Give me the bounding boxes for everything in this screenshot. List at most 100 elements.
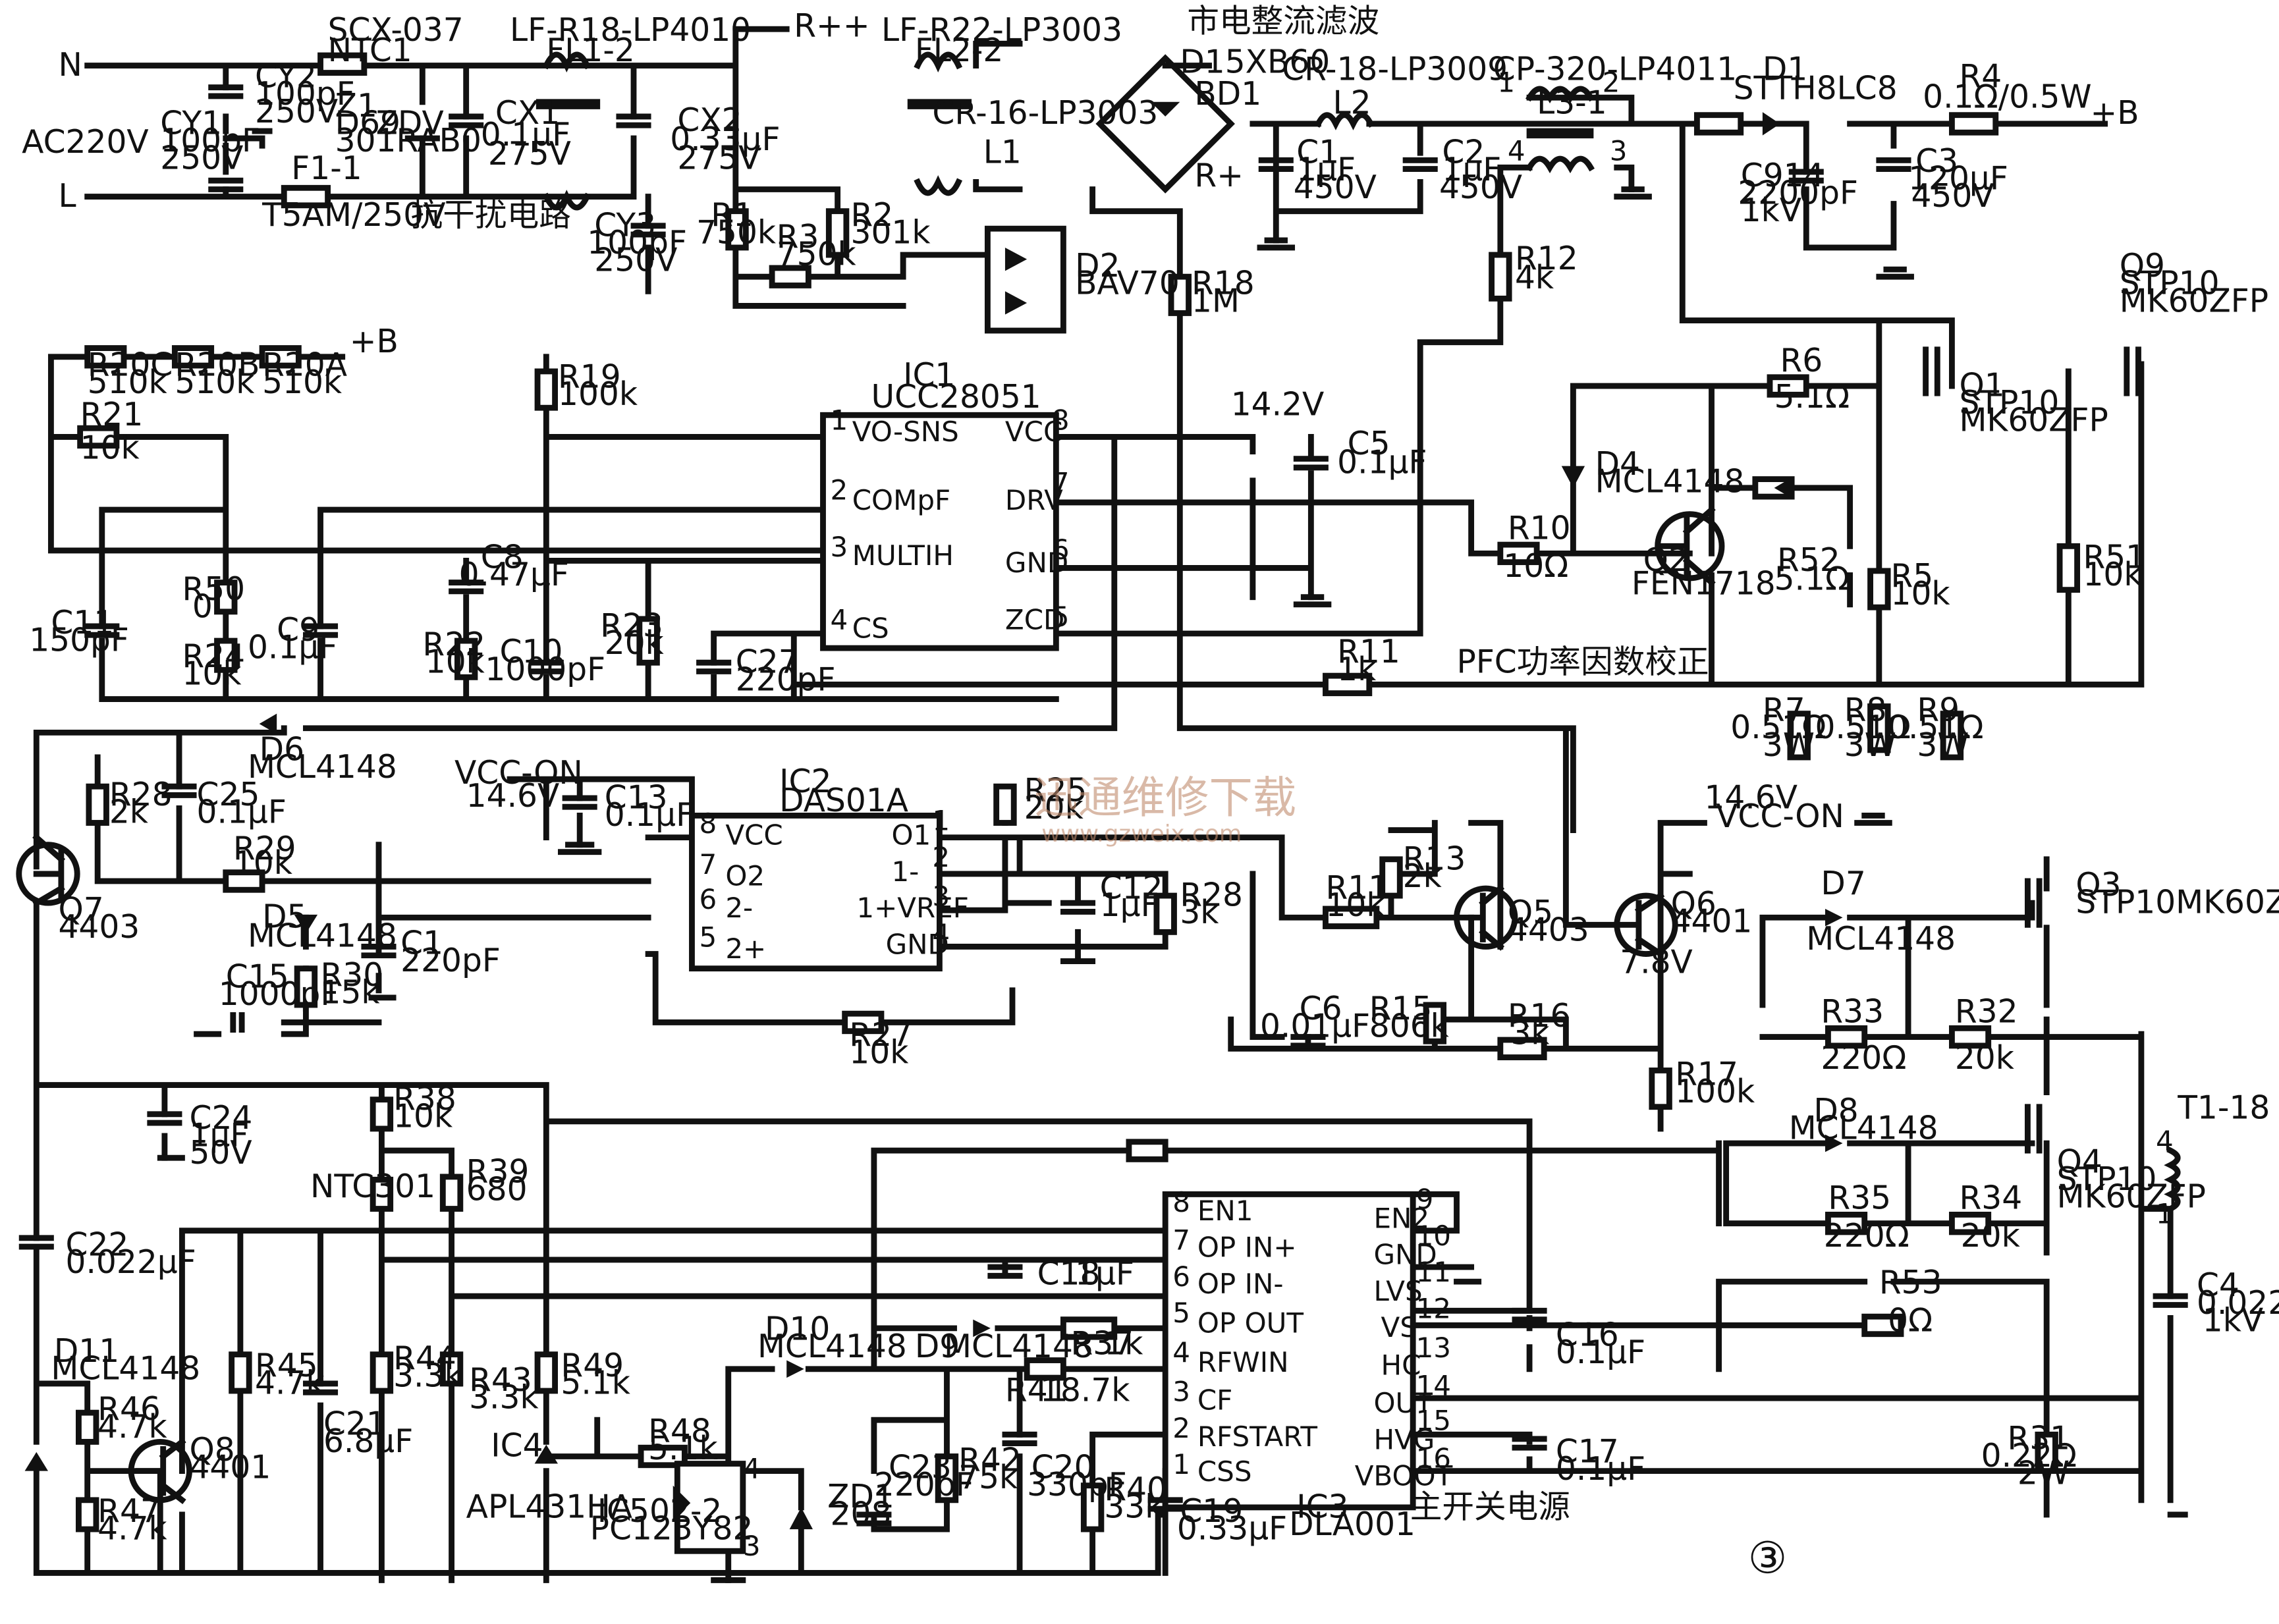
label: 10k <box>233 845 293 882</box>
ic3-pin-label: HVG <box>1373 1423 1435 1455</box>
label: C17 <box>1556 1433 1619 1470</box>
resistor-unlabeled <box>1126 1139 1168 1162</box>
resistor-r44 <box>370 1351 394 1394</box>
ic3-pin-num: 16 <box>1416 1442 1451 1475</box>
label: 10k <box>849 1034 909 1071</box>
label: FL2-2 <box>915 32 1004 69</box>
label: R27 <box>849 1017 912 1054</box>
label: R+ <box>1194 157 1244 194</box>
label: MCL4148 <box>1789 1110 1938 1147</box>
watermark-text: 迅通维修下载 <box>1034 772 1296 823</box>
fuse-f1-1 <box>281 184 331 209</box>
label: MK60ZFP <box>2057 1178 2206 1215</box>
pin-num: 4 <box>1508 134 1525 167</box>
pin-num: 1 <box>1497 66 1515 98</box>
label: C12 <box>1100 869 1163 906</box>
label: 330pF <box>1027 1467 1127 1503</box>
resistor-r9 <box>1940 711 1964 761</box>
resistor-r12 <box>1489 252 1512 302</box>
label: R32 <box>1955 993 2018 1030</box>
label: R18 <box>1192 265 1255 302</box>
label: R20B <box>175 347 260 384</box>
label: Z1 <box>335 88 377 124</box>
label: C20 <box>1031 1449 1095 1486</box>
label: Q6 <box>1671 886 1716 923</box>
label: C5 <box>1348 425 1390 462</box>
label: 4401 <box>189 1449 271 1486</box>
label: 250V <box>255 94 338 130</box>
label: IC4 <box>491 1428 543 1465</box>
label: 10k <box>393 1098 453 1135</box>
resistor-d1-body <box>1693 112 1744 136</box>
label: R35 <box>1828 1180 1891 1217</box>
label: C19 <box>1180 1493 1243 1530</box>
label: D10 <box>765 1311 830 1348</box>
label: D8 <box>1813 1093 1858 1129</box>
label: C25 <box>197 776 260 813</box>
ic3-pin-num: 2 <box>1172 1412 1190 1444</box>
label: 3.3k <box>469 1380 539 1417</box>
label: 510k <box>88 364 168 401</box>
resistor-r7 <box>1787 711 1811 761</box>
label: C22 <box>66 1226 129 1263</box>
label: FEN1718 <box>1632 565 1776 602</box>
label: 0.1μF <box>481 117 570 153</box>
label: D4 <box>1595 446 1640 483</box>
label: 14.6V <box>466 778 560 815</box>
ic2-pin-num: 5 <box>700 921 717 953</box>
label: 10k <box>426 644 485 681</box>
label: R52 <box>1777 542 1840 579</box>
ic1-pin-num: 8 <box>1052 404 1070 436</box>
label: 1kV <box>2203 1302 2263 1339</box>
label: Q4 <box>2057 1143 2102 1180</box>
resistor-r20b <box>171 345 215 369</box>
ic3-pin-label: OP IN- <box>1197 1268 1284 1300</box>
resistor-r3 <box>769 265 811 288</box>
ic2-pin-num: 8 <box>700 807 717 840</box>
label: R25 <box>1024 772 1087 809</box>
ntc1 <box>317 52 368 76</box>
label: 0.1μF <box>197 794 287 830</box>
label: 4403 <box>1508 912 1589 949</box>
label: IC2 <box>779 763 831 800</box>
label: VCC-ON <box>1716 798 1844 835</box>
ic3-pin-num: 5 <box>1172 1297 1190 1329</box>
label: 20k <box>1961 1218 2021 1255</box>
label: 6.8μF <box>323 1423 413 1460</box>
label: 0.22Ω <box>1981 1438 2077 1475</box>
resistor-r16 <box>1497 1037 1547 1060</box>
ic3-pin-label: VS <box>1381 1311 1417 1343</box>
label: 14.6V <box>1704 779 1798 816</box>
watermark-url: www.gzweix.com <box>1041 821 1242 848</box>
label: 3W <box>1917 727 1969 764</box>
label: 100pF <box>160 122 260 159</box>
label: R24 <box>182 638 245 675</box>
label: 33k <box>1104 1488 1164 1525</box>
resistor-r32 <box>1948 1025 1992 1049</box>
label: C10 <box>500 634 563 670</box>
label: STP10 <box>2120 265 2220 302</box>
ic3-pin-label: CSS <box>1197 1455 1252 1488</box>
label: C8 <box>481 539 524 576</box>
label: 0Ω <box>1888 1302 1933 1339</box>
label: 市电整流滤波 <box>1187 3 1379 40</box>
label: R13 <box>1403 840 1466 877</box>
resistor-r11b <box>1323 906 1380 929</box>
label: R2 <box>851 197 894 234</box>
ic1-pin-num: 1 <box>831 404 848 436</box>
label: 0.51Ω <box>1888 709 1983 746</box>
label: 275V <box>677 140 760 177</box>
resistor-r13 <box>1379 856 1403 899</box>
label: 1000pF <box>219 976 339 1013</box>
ic1-pin-label: VO-SNS <box>852 416 959 448</box>
label: 15k <box>321 975 381 1012</box>
label: T5AM/250V <box>261 197 445 234</box>
label: BAV70 <box>1075 265 1180 302</box>
ic1-pin-num: 6 <box>1052 533 1070 566</box>
label: R39 <box>466 1154 530 1191</box>
label: R11 <box>1325 869 1388 906</box>
label: 220Ω <box>1821 1040 1906 1077</box>
label: 150pF <box>29 622 129 659</box>
ic2-pin-label: GND <box>886 929 949 961</box>
label: R15 <box>1369 990 1433 1027</box>
